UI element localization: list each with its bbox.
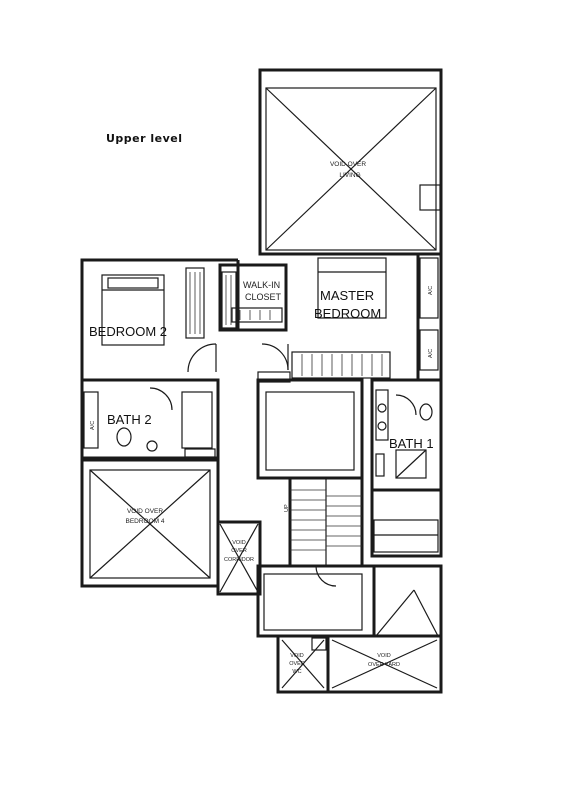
- bath-2-label: BATH 2: [107, 412, 152, 427]
- master-bedroom: MASTER BEDROOM: [261, 257, 391, 379]
- void-bed4-label-1: VOID OVER: [127, 508, 163, 515]
- master-wardrobe: [291, 351, 391, 379]
- bedroom-2-wardrobe: [185, 267, 205, 339]
- void-wc-label-2: OVER: [289, 661, 305, 667]
- void-over-yard: VOID OVER YARD: [326, 634, 443, 694]
- master-label-2: BEDROOM: [314, 306, 381, 321]
- ac-label-2: A/C: [428, 349, 434, 358]
- master-label-1: MASTER: [320, 288, 374, 303]
- master-bed: [317, 257, 387, 319]
- void-yard-label-2: OVER YARD: [368, 662, 400, 668]
- walkin-label-1: WALK-IN: [243, 280, 280, 290]
- void-living-label-1: VOID OVER: [330, 161, 366, 168]
- ac-label-1: A/C: [428, 286, 434, 295]
- void-corridor-label-1: VOID: [232, 540, 245, 546]
- bath-2-shower: [181, 391, 213, 449]
- void-yard-label-1: VOID: [377, 653, 390, 659]
- walkin-label-2: CLOSET: [245, 292, 282, 302]
- bath-1: BATH 1: [370, 378, 443, 492]
- void-wc-label-1: VOID: [290, 653, 303, 659]
- staircase: UP: [284, 476, 364, 568]
- bedroom-2-label: BEDROOM 2: [89, 324, 167, 339]
- void-wc-label-3: WC: [292, 669, 301, 675]
- central-core: [256, 371, 364, 480]
- void-living-label-2: LIVING: [339, 172, 360, 179]
- plan-title: Upper level: [106, 132, 183, 145]
- void-over-bedroom-4: VOID OVER BEDROOM 4: [80, 458, 220, 588]
- bath-1-toilet: [419, 403, 433, 421]
- bath-2-toilet: [116, 427, 132, 447]
- bedroom-2-bed: [101, 274, 165, 346]
- bath-1-label: BATH 1: [389, 436, 434, 451]
- bedroom-2: BEDROOM 2: [82, 267, 217, 381]
- bath-2-basin: [146, 440, 158, 452]
- bath-2: BATH 2: [80, 378, 220, 460]
- void-over-living: VOID OVER LIVING: [258, 68, 443, 256]
- walk-in-closet: WALK-IN CLOSET: [218, 263, 288, 332]
- ac-ledges: A/C A/C A/C: [83, 257, 439, 449]
- void-over-corridor: VOID OVER CORRIDOR: [216, 520, 262, 596]
- void-corridor-label-2: OVER: [231, 548, 247, 554]
- stair-up-label: UP: [284, 504, 290, 512]
- bath-1-shower: [395, 449, 427, 479]
- void-over-wc: VOID OVER WC: [276, 634, 330, 694]
- void-corridor-label-3: CORRIDOR: [224, 557, 254, 563]
- void-bed4-label-2: BEDROOM 4: [125, 518, 164, 525]
- ac-label-3: A/C: [90, 421, 96, 430]
